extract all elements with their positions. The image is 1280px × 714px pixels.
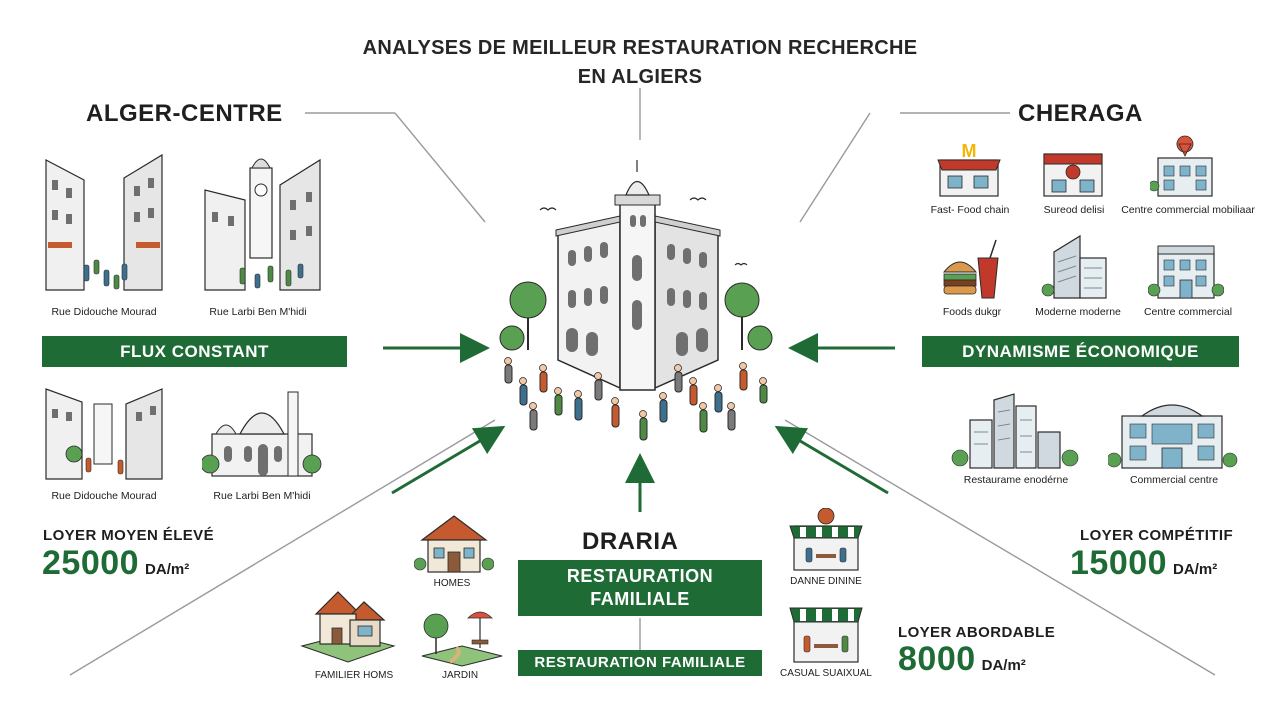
caption-cheraga-1: Fast- Food chain xyxy=(930,204,1010,216)
house-icon xyxy=(414,515,494,573)
caption-cheraga-7: Restaurame enodérne xyxy=(963,474,1069,486)
mall-icon xyxy=(1148,245,1224,299)
burger-icon xyxy=(942,239,999,299)
rent-number-cheraga: 15000 xyxy=(1070,544,1168,582)
arrow-lower-left xyxy=(391,425,506,495)
mall-icon xyxy=(1150,135,1213,197)
region-title-alger-centre: ALGER-CENTRE xyxy=(86,100,283,127)
caption-alger-4: Rue Larbi Ben M'hidi xyxy=(213,490,311,502)
mall-icon xyxy=(1108,404,1238,469)
caption-cheraga-2: Sureod delisi xyxy=(1043,204,1105,216)
region-title-draria: DRARIA xyxy=(582,528,679,555)
title-line-2: EN ALGIERS xyxy=(577,66,703,88)
caption-cheraga-4: Foods dukgr xyxy=(942,306,1002,318)
rent-value-draria: 8000 DA/m² xyxy=(898,640,1026,679)
caption-draria-1: HOMES xyxy=(433,578,471,589)
region-title-cheraga: CHERAGA xyxy=(1018,100,1143,127)
rent-label-draria: LOYER ABORDABLE xyxy=(898,624,1056,641)
banner-line-1: RESTAURATION xyxy=(566,566,714,586)
caption-alger-1: Rue Didouche Mourad xyxy=(51,306,157,318)
rent-label-cheraga: LOYER COMPÉTITIF xyxy=(1080,527,1234,544)
mosque-icon xyxy=(202,391,322,477)
rent-unit-alger: DA/m² xyxy=(145,561,190,578)
banner-flux-constant: FLUX CONSTANT xyxy=(42,336,347,367)
house-icon xyxy=(300,591,396,663)
caption-draria-3: JARDIN xyxy=(441,670,479,681)
rent-unit-draria: DA/m² xyxy=(981,657,1026,674)
street-scene-icon xyxy=(45,388,163,480)
banner-restauration-familiale-small: RESTAURATION FAMILIALE xyxy=(518,650,762,676)
title-line-1: ANALYSES DE MEILLEUR RESTAURATION RECHER… xyxy=(362,37,918,59)
office-tower-icon xyxy=(951,393,1079,469)
caption-draria-2: FAMILIER HOMS xyxy=(314,670,394,681)
caption-alger-3: Rue Didouche Mourad xyxy=(51,490,157,502)
rent-number-draria: 8000 xyxy=(898,640,976,678)
rent-value-alger: 25000 DA/m² xyxy=(42,544,189,583)
arrow-lower-right xyxy=(774,425,889,495)
fast-food-shop-icon: M xyxy=(937,141,1001,197)
caption-alger-2: Rue Larbi Ben M'hidi xyxy=(209,306,307,318)
restaurant-shop-icon xyxy=(1043,153,1103,197)
street-scene-icon xyxy=(45,153,163,291)
caption-cheraga-3: Centre commercial mobiliaar xyxy=(1121,204,1255,216)
clock-tower-street-icon xyxy=(204,158,321,291)
office-tower-icon xyxy=(1041,234,1107,299)
caption-cheraga-8: Commercial centre xyxy=(1129,474,1219,486)
page-title: ANALYSES DE MEILLEUR RESTAURATION RECHER… xyxy=(0,34,1280,92)
garden-icon xyxy=(421,611,503,667)
banner-dynamisme-economique: DYNAMISME ÉCONOMIQUE xyxy=(922,336,1239,367)
rent-number-alger: 25000 xyxy=(42,544,140,582)
cafe-awning-icon xyxy=(789,508,863,571)
banner-line-2: FAMILIALE xyxy=(590,589,690,609)
banner-restauration-familiale: RESTAURATION FAMILIALE xyxy=(518,560,762,616)
cafe-awning-icon xyxy=(789,607,863,663)
caption-draria-4: DANNE DININE xyxy=(790,576,862,587)
rent-label-alger: LOYER MOYEN ÉLEVÉ xyxy=(43,527,214,544)
caption-draria-5: CASUAL SUAIXUAL xyxy=(780,668,872,679)
caption-cheraga-5: Moderne moderne xyxy=(1035,306,1121,318)
svg-text:M: M xyxy=(962,141,977,161)
rent-value-cheraga: 15000 DA/m² xyxy=(1070,544,1217,583)
rent-unit-cheraga: DA/m² xyxy=(1173,561,1218,578)
caption-cheraga-6: Centre commercial xyxy=(1143,306,1233,318)
